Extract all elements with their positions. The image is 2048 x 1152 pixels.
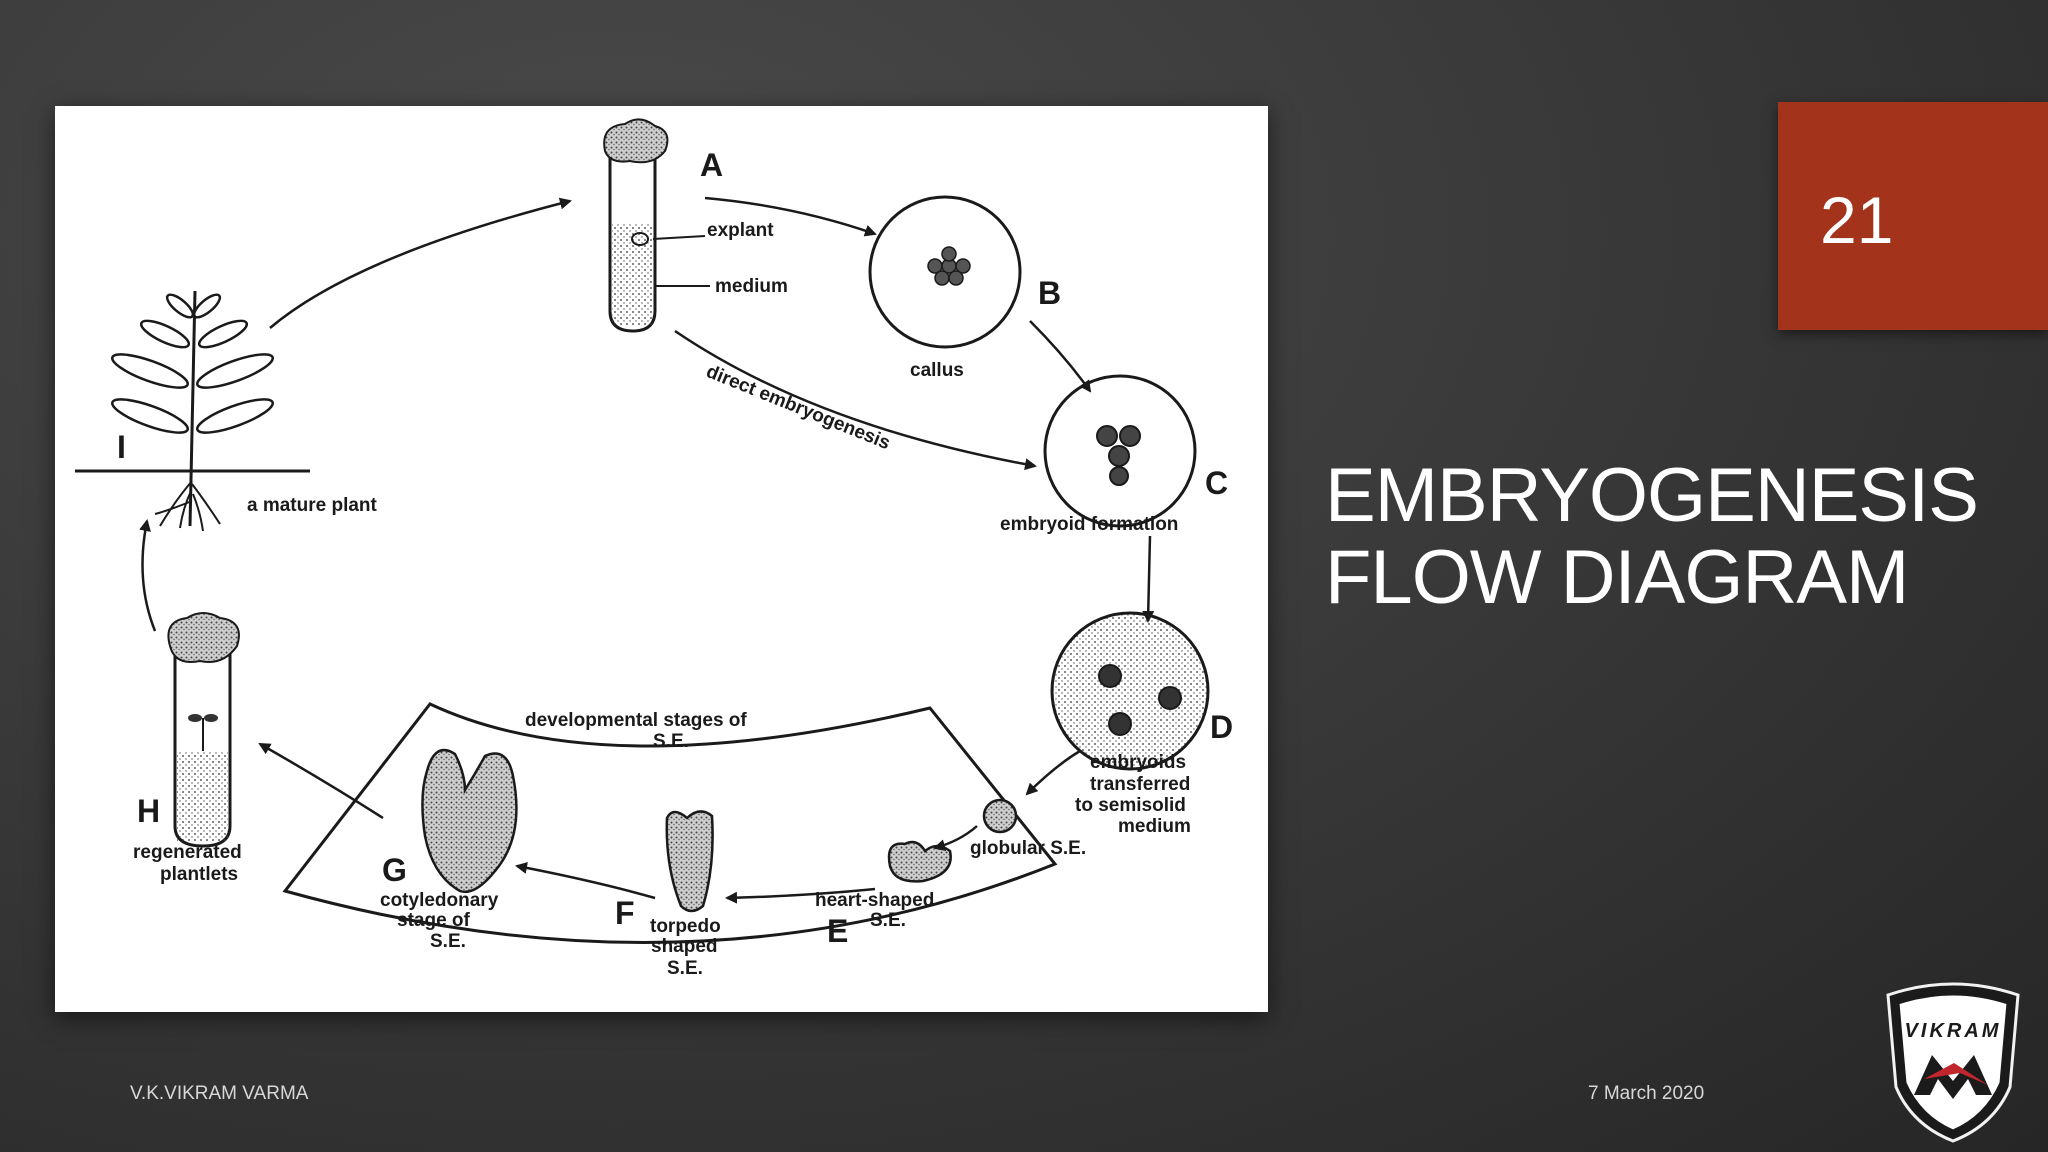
label-regenerated-1: regenerated: [133, 842, 242, 863]
cotyledonary-embryo: [421, 748, 518, 894]
slide-title: EMBRYOGENESIS FLOW DIAGRAM: [1325, 455, 2005, 619]
label-cotyledonary-2: stage of: [397, 910, 471, 931]
stage-label-d: D: [1210, 709, 1233, 745]
footer-author: V.K.VIKRAM VARMA: [130, 1083, 309, 1104]
mature-plant: [75, 290, 310, 532]
heart-embryo: [887, 840, 952, 883]
test-tube-h: [167, 612, 240, 848]
callus-dish-b: [868, 195, 1022, 349]
embryoid-dish-c: [1043, 374, 1197, 528]
vikram-logo: VIKRAM: [1876, 975, 2030, 1145]
developmental-stages-frame: [282, 702, 1058, 944]
stage-label-b: B: [1038, 275, 1061, 311]
label-explant: explant: [707, 220, 774, 241]
label-heart-2: S.E.: [870, 910, 906, 931]
stage-label-c: C: [1205, 465, 1228, 501]
label-torpedo-1: torpedo: [650, 916, 721, 937]
stage-label-f: F: [615, 895, 635, 931]
label-mature-plant: a mature plant: [247, 495, 378, 516]
stage-label-e: E: [827, 913, 848, 949]
slide-number: 21: [1820, 183, 1894, 257]
stage-label-g: G: [382, 852, 407, 888]
test-tube-a: [603, 118, 710, 333]
footer-date: 7 March 2020: [1588, 1083, 1705, 1104]
diagram-panel: A B C D E F G H I explant medium callus …: [55, 106, 1268, 1012]
label-regenerated-2: plantlets: [160, 864, 238, 885]
stage-label-i: I: [117, 429, 126, 465]
semisolid-dish-d: [1050, 611, 1210, 771]
label-cotyledonary-1: cotyledonary: [380, 890, 499, 911]
label-medium: medium: [715, 276, 788, 297]
label-developmental-stages-1: developmental stages of: [525, 710, 747, 731]
label-developmental-stages-2: S.E.: [653, 731, 689, 752]
label-globular: globular S.E.: [970, 838, 1086, 859]
logo-text: VIKRAM: [1905, 1020, 2002, 1042]
label-callus: callus: [910, 360, 964, 381]
slide-title-line-1: EMBRYOGENESIS: [1325, 453, 1979, 538]
label-heart-1: heart-shaped: [815, 890, 934, 911]
globular-embryo: [982, 798, 1018, 834]
label-embryoids-4: medium: [1118, 816, 1191, 837]
torpedo-embryo: [665, 810, 714, 913]
label-embryoids-1: embryoids: [1090, 752, 1186, 773]
label-embryoids-2: transferred: [1090, 774, 1190, 795]
label-torpedo-3: S.E.: [667, 958, 703, 979]
slide-title-line-2: FLOW DIAGRAM: [1325, 535, 1909, 620]
slide-number-box: 21: [1778, 102, 2048, 330]
stage-label-h: H: [137, 793, 160, 829]
label-direct-embryogenesis: direct embryogenesis: [703, 361, 893, 454]
label-torpedo-2: shaped: [651, 936, 718, 957]
label-embryoid-formation: embryoid formation: [1000, 514, 1178, 535]
flow-arrows: [139, 196, 1155, 904]
stage-label-a: A: [700, 147, 723, 183]
embryogenesis-diagram: A B C D E F G H I explant medium callus …: [75, 118, 1233, 979]
vikram-m-logo-icon: VIKRAM: [1886, 982, 2020, 1143]
label-cotyledonary-3: S.E.: [430, 931, 466, 952]
label-embryoids-3: to semisolid: [1075, 795, 1186, 816]
